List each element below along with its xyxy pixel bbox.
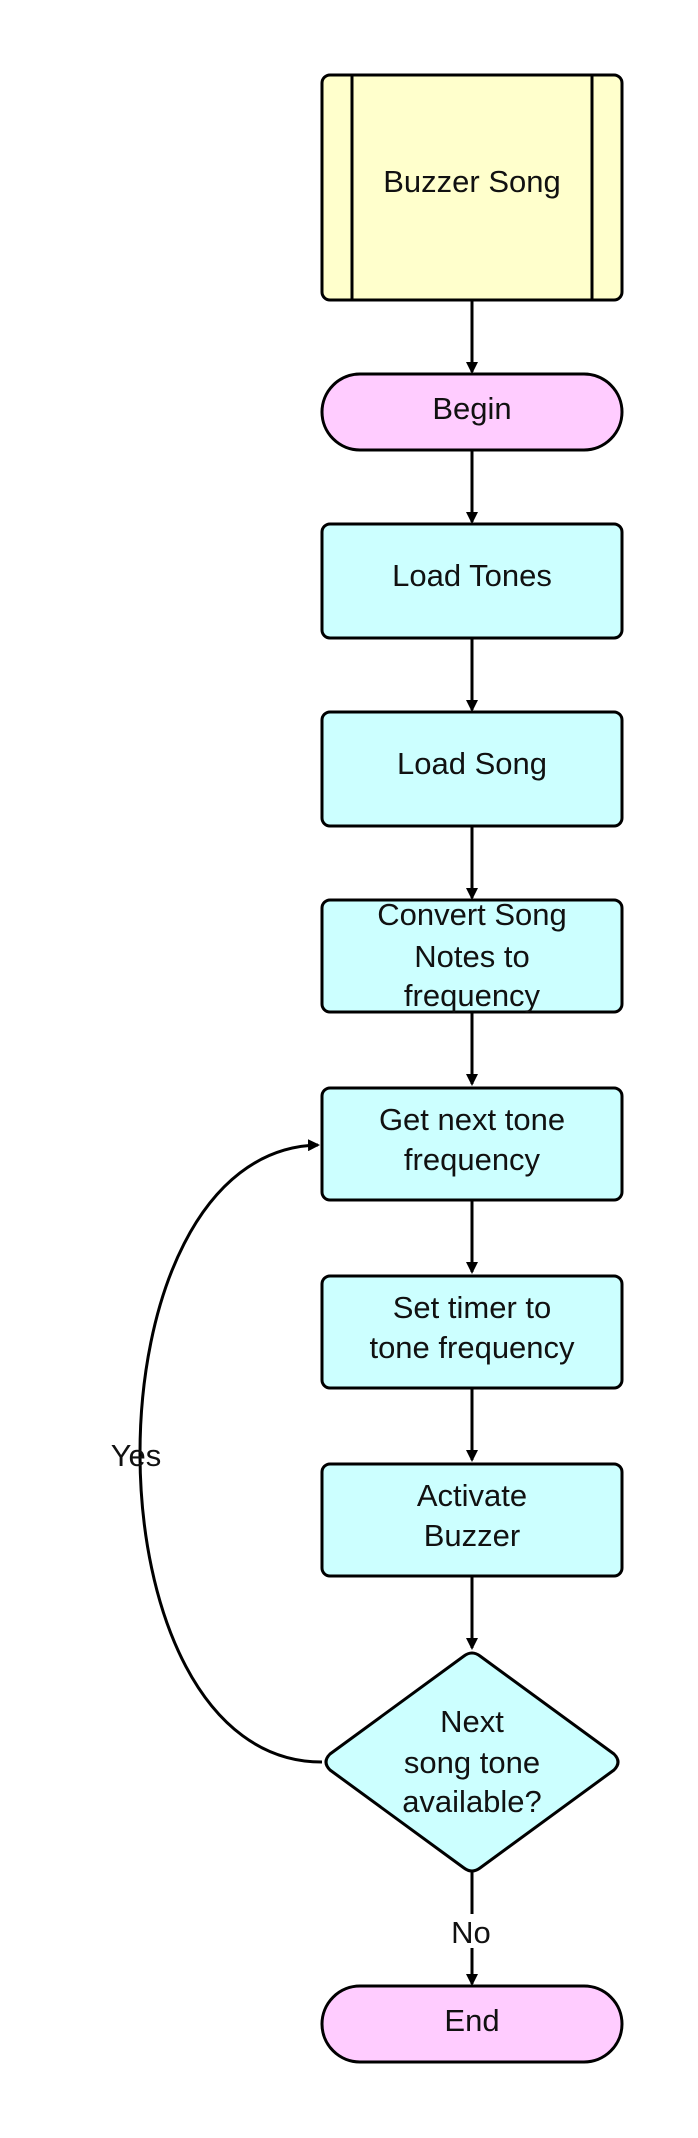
subroutine-box [320,73,624,302]
process-label-line-2: Notes to [414,939,529,974]
terminal-label: Begin [432,391,511,426]
process-label-line-2: tone frequency [369,1330,575,1365]
process-label-line-1: Get next tone [379,1102,565,1137]
process-label-line-2: frequency [404,1142,541,1177]
subroutine-label: Buzzer Song [383,164,561,199]
process-label-line-1: Activate [417,1478,527,1513]
process-load-song: Load Song [320,710,624,828]
terminal-shape [320,372,624,452]
process-label: Load Song [397,746,547,781]
decision-next-song-tone: Next song tone available? [324,1651,620,1873]
process-box [320,1274,624,1390]
terminal-begin: Begin [320,372,624,452]
process-activate-buzzer: Activate Buzzer [320,1462,624,1578]
yes-label: Yes [111,1438,162,1473]
process-label-line-3: frequency [404,978,541,1013]
decision-label-line-2: song tone [404,1745,540,1780]
process-label-line-1: Set timer to [393,1290,552,1325]
decision-label-line-3: available? [402,1784,542,1819]
decision-label-line-1: Next [440,1704,504,1739]
no-label-background [448,1914,496,1948]
terminal-shape [320,1984,624,2064]
process-label-line-1: Convert Song [377,897,567,932]
process-box [320,1462,624,1578]
process-box [320,898,624,1014]
process-label: Load Tones [392,558,552,593]
subroutine-buzzer-song: Buzzer Song [320,73,624,302]
process-load-tones: Load Tones [320,522,624,640]
process-get-next-tone: Get next tone frequency [320,1086,624,1202]
no-label: No [451,1915,491,1950]
process-box [320,710,624,828]
arrow-yes-loop [138,1139,323,1764]
process-convert-notes: Convert Song Notes to frequency [320,897,624,1014]
process-box [320,1086,624,1202]
process-set-timer: Set timer to tone frequency [320,1274,624,1390]
process-box [320,522,624,640]
terminal-end: End [320,1984,624,2064]
decision-diamond [324,1651,620,1873]
terminal-label: End [444,2003,499,2038]
process-label-line-2: Buzzer [424,1518,520,1553]
